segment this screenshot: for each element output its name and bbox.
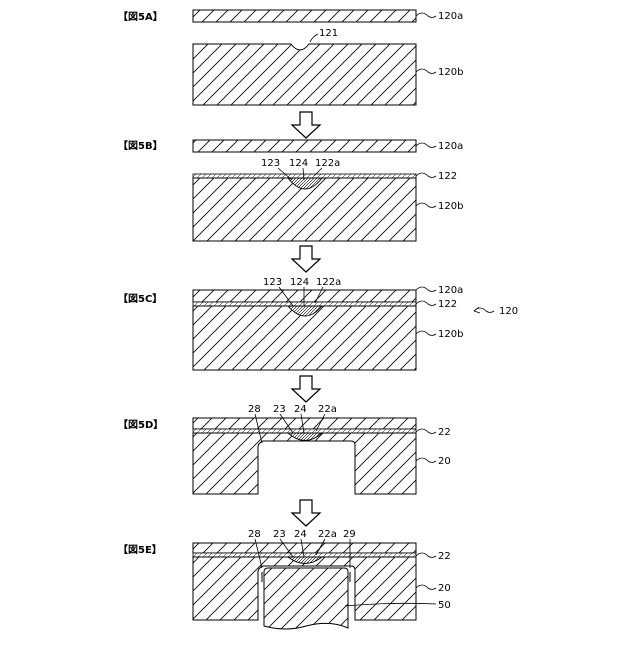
figure-5a: 【図5A】 121 120a 120b — [118, 10, 463, 105]
leader-22 — [416, 553, 436, 558]
leader-120b — [416, 331, 436, 336]
ref-28: 28 — [248, 529, 261, 540]
ref-28: 28 — [248, 404, 261, 415]
figure-5d-label: 【図5D】 — [118, 418, 163, 431]
ref-122a: 122a — [316, 277, 341, 288]
figure-5b-label: 【図5B】 — [118, 139, 163, 152]
leader-120a — [416, 13, 436, 18]
leader-22 — [416, 429, 436, 434]
ref-122a: 122a — [315, 158, 340, 169]
ref-120: 120 — [499, 306, 518, 317]
ref-123: 123 — [261, 158, 280, 169]
down-arrow-icon — [292, 112, 320, 138]
insert-50 — [264, 568, 348, 629]
ref-50: 50 — [438, 600, 451, 611]
ref-22a: 22a — [318, 404, 337, 415]
top-plate — [193, 418, 416, 429]
ref-120b: 120b — [438, 201, 463, 212]
leader-20 — [416, 458, 436, 463]
leader-120a — [416, 287, 436, 292]
ref-23: 23 — [273, 404, 286, 415]
layer-122 — [193, 302, 416, 306]
figure-5d: 【図5D】 28 23 24 22a 22 20 — [118, 404, 451, 494]
layer-122 — [193, 174, 416, 178]
ref-123: 123 — [263, 277, 282, 288]
plate-120a — [193, 10, 416, 22]
figure-5e-label: 【図5E】 — [118, 543, 162, 556]
ref-121: 121 — [319, 28, 338, 39]
ref-23: 23 — [273, 529, 286, 540]
case-20 — [193, 433, 416, 494]
ref-22: 22 — [438, 427, 451, 438]
ref-120b: 120b — [438, 67, 463, 78]
ref-120a: 120a — [438, 285, 463, 296]
ref-120a: 120a — [438, 11, 463, 22]
ref-124: 124 — [290, 277, 309, 288]
down-arrow-icon — [292, 246, 320, 272]
figure-5b: 【図5B】 123 124 122a 120a 122 120b — [118, 139, 463, 241]
plate-120a — [193, 290, 416, 302]
leader-120b — [416, 203, 436, 208]
plate-120a — [193, 140, 416, 152]
leader-122 — [416, 301, 436, 306]
ref-122: 122 — [438, 171, 457, 182]
leader-122 — [416, 173, 436, 178]
ref-20: 20 — [438, 456, 451, 467]
leader-121 — [310, 34, 318, 42]
ref-124: 124 — [289, 158, 308, 169]
ref-22a: 22a — [318, 529, 337, 540]
leader-20 — [416, 585, 436, 590]
ref-24: 24 — [294, 404, 307, 415]
down-arrow-icon — [292, 500, 320, 526]
ref-29: 29 — [343, 529, 356, 540]
figure-5e: 【図5E】 28 23 24 22a 29 22 20 50 — [118, 529, 451, 629]
ref-22: 22 — [438, 551, 451, 562]
figure-5a-label: 【図5A】 — [118, 10, 163, 23]
ref-120a: 120a — [438, 141, 463, 152]
ref-122: 122 — [438, 299, 457, 310]
leader-120a — [416, 143, 436, 148]
figure-5c: 【図5C】 123 124 122a 120a 122 120b 120 — [118, 277, 518, 370]
down-arrow-icon — [292, 376, 320, 402]
figure-5c-label: 【図5C】 — [118, 292, 162, 305]
ref-120b: 120b — [438, 329, 463, 340]
top-plate — [193, 543, 416, 553]
ref-24: 24 — [294, 529, 307, 540]
layer-22 — [193, 553, 416, 557]
layer-22 — [193, 429, 416, 433]
ref-20: 20 — [438, 583, 451, 594]
plate-120b — [193, 44, 416, 105]
leader-120b — [416, 69, 436, 74]
